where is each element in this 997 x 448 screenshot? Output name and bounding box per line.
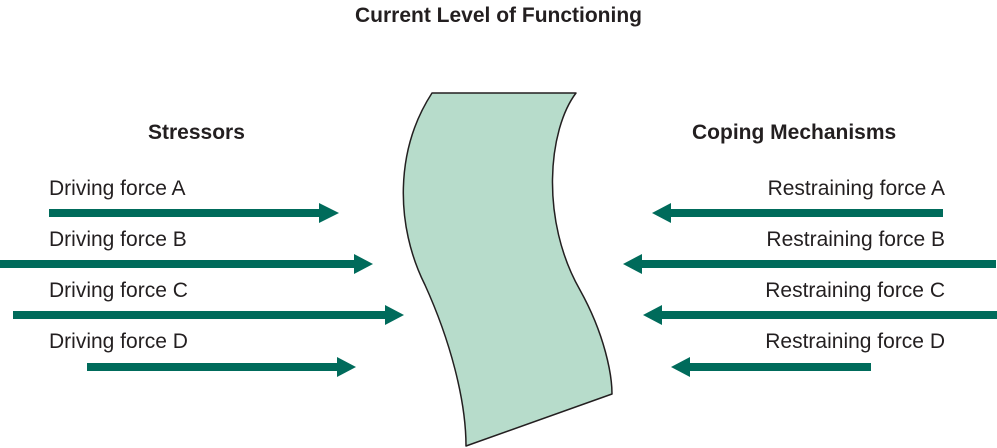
driving-force-d-arrow <box>87 357 356 377</box>
restraining-force-d-label: Restraining force D <box>765 330 945 353</box>
restraining-force-a-label: Restraining force A <box>767 177 945 200</box>
restraining-force-b-arrow <box>623 254 996 274</box>
restraining-force-c-label: Restraining force C <box>765 279 945 302</box>
coping-mechanisms-heading: Coping Mechanisms <box>692 121 897 144</box>
driving-force-c-arrow <box>13 305 404 325</box>
driving-force-a-arrow <box>49 203 339 223</box>
driving-force-a-label: Driving force A <box>49 177 186 200</box>
restraining-force-c-arrow <box>643 305 997 325</box>
restraining-force-b-label: Restraining force B <box>766 228 945 251</box>
restraining-force-d-arrow <box>671 357 871 377</box>
functioning-band <box>402 92 613 447</box>
driving-force-b-label: Driving force B <box>49 228 187 251</box>
restraining-force-a-arrow <box>652 203 943 223</box>
driving-force-b-arrow <box>0 254 373 274</box>
driving-force-c-label: Driving force C <box>49 279 188 302</box>
stressors-heading: Stressors <box>148 121 245 144</box>
diagram-title: Current Level of Functioning <box>355 4 642 27</box>
driving-force-d-label: Driving force D <box>49 330 188 353</box>
